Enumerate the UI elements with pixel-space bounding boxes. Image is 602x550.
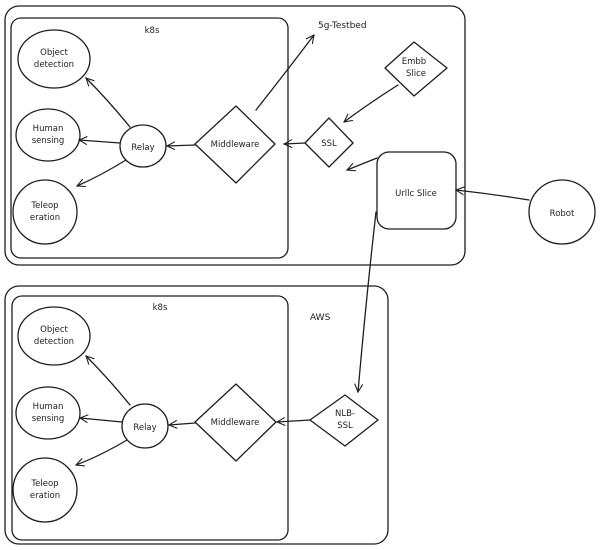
top-human-sensing-line1: Human xyxy=(33,124,64,134)
arrow-middleware-to-testbed xyxy=(255,35,314,111)
arrow-robot-to-urllc xyxy=(456,190,530,201)
nlb-ssl-node xyxy=(309,394,379,447)
robot-node xyxy=(528,179,596,245)
top-object-detection-line1: Object xyxy=(40,48,68,58)
nlb-ssl-line1: NLB- xyxy=(335,409,355,419)
arrow-relay-to-teleoperation xyxy=(77,159,127,186)
bottom-k8s-cluster-frame xyxy=(11,295,289,541)
bottom-human-sensing-line1: Human xyxy=(33,402,64,412)
top-object-detection-node xyxy=(17,29,91,89)
top-relay-label: Relay xyxy=(131,143,154,153)
arrow-urllc-to-nlb-ssl xyxy=(358,211,377,392)
arrow-bottom-relay-to-human-sensing xyxy=(80,418,123,422)
top-object-detection-line2: detection xyxy=(34,60,74,70)
arrow-middleware-to-relay xyxy=(167,145,196,146)
bottom-relay-label: Relay xyxy=(133,423,156,433)
arrow-relay-to-object-detection xyxy=(86,78,131,128)
embb-slice-line2: Slice xyxy=(406,69,426,79)
arrow-relay-to-human-sensing xyxy=(79,140,121,143)
arrow-embb-to-ssl xyxy=(344,84,399,122)
top-human-sensing-line2: sensing xyxy=(32,136,65,146)
bottom-human-sensing-node xyxy=(15,386,81,440)
bottom-k8s-label: k8s xyxy=(153,303,168,313)
arrow-bottom-middleware-to-relay xyxy=(169,423,196,425)
arrow-urllc-to-ssl xyxy=(347,157,378,170)
bottom-teleoperation-node xyxy=(12,457,78,523)
bottom-human-sensing-line2: sensing xyxy=(32,414,65,424)
top-teleoperation-line2: eration xyxy=(30,213,60,223)
bottom-object-detection-node xyxy=(17,306,91,366)
ssl-node xyxy=(304,117,354,168)
top-k8s-cluster-frame xyxy=(10,17,289,259)
bottom-object-detection-line2: detection xyxy=(34,337,74,347)
arrow-bottom-relay-to-object-detection xyxy=(86,356,131,406)
aws-label: AWS xyxy=(310,313,331,323)
top-teleoperation-node xyxy=(12,179,78,245)
aws-outer-frame xyxy=(4,285,389,545)
embb-slice-line1: Embb xyxy=(402,57,426,67)
top-middleware-node xyxy=(194,105,276,184)
robot-label: Robot xyxy=(550,209,575,219)
bottom-middleware-node xyxy=(194,383,277,462)
urllc-slice-label: Urllc Slice xyxy=(395,189,437,199)
bottom-teleoperation-line1: Teleop xyxy=(30,479,58,489)
embb-slice-node xyxy=(384,41,448,97)
testbed-label: 5g-Testbed xyxy=(318,21,367,31)
arrow-ssl-to-middleware xyxy=(284,143,306,144)
top-teleoperation-line1: Teleop xyxy=(30,201,58,211)
top-middleware-label: Middleware xyxy=(211,140,260,150)
top-k8s-label: k8s xyxy=(145,26,160,36)
top-human-sensing-node xyxy=(15,108,81,162)
testbed-outer-frame xyxy=(4,5,466,266)
arrow-bottom-relay-to-teleoperation xyxy=(76,439,128,465)
arrow-nlb-ssl-to-middleware xyxy=(277,420,311,422)
bottom-middleware-label: Middleware xyxy=(211,418,260,428)
bottom-object-detection-line1: Object xyxy=(40,325,68,335)
nlb-ssl-line2: SSL xyxy=(337,421,353,431)
bottom-teleoperation-line2: eration xyxy=(30,491,60,501)
ssl-label: SSL xyxy=(321,139,337,149)
